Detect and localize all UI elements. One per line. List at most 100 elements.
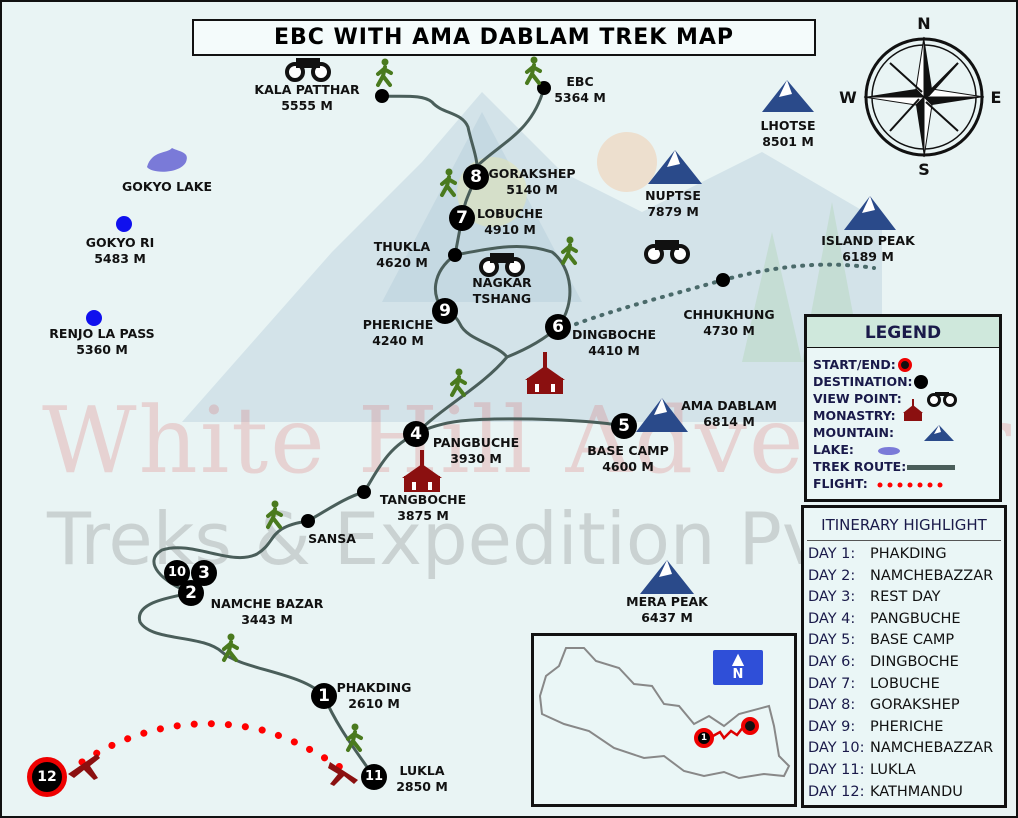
trek-route-swatch — [907, 465, 955, 470]
hiker-icon — [440, 168, 457, 197]
inset-start-marker: 1 — [694, 728, 714, 748]
monastery-icon-tangboche — [402, 450, 442, 492]
legend-panel: LEGEND START/END: DESTINATION: VIEW POIN… — [804, 314, 1002, 502]
mountain-icon-ama-dablam — [636, 398, 688, 432]
itinerary-day-10: DAY 10:NAMCHEBAZZAR — [804, 738, 1004, 760]
binoculars-icon-nagkar — [479, 253, 525, 277]
marker-day-5: 5 — [611, 413, 637, 439]
label-gokyo-lake: GOKYO LAKE — [121, 179, 213, 194]
lake-icon — [147, 148, 187, 172]
legend-flight: FLIGHT: — [807, 475, 999, 492]
day-place: PHERICHE — [870, 718, 944, 735]
monastery-icon — [903, 399, 923, 421]
day-label: DAY 2: — [808, 567, 856, 584]
day-place: LOBUCHE — [870, 675, 940, 692]
compass-north: N — [917, 14, 931, 33]
hiker-icon — [376, 58, 393, 87]
mountain-icon-lhotse — [762, 80, 814, 112]
day-label: DAY 4: — [808, 610, 856, 627]
mountain-icon-island-peak — [844, 196, 896, 230]
mountain-icon-nuptse — [648, 150, 702, 184]
airplane-icon — [68, 754, 100, 780]
day-label: DAY 8: — [808, 697, 856, 714]
start-end-icon — [898, 358, 912, 372]
day-label: DAY 3: — [808, 589, 856, 606]
airplane-icons — [68, 754, 358, 786]
itinerary-day-11: DAY 11: LUKLA — [804, 760, 1004, 782]
hiker-icon — [222, 633, 239, 662]
day-label: DAY 12: — [808, 783, 865, 800]
day-place: LUKLA — [870, 761, 916, 778]
legend-monastery: MONASTRY: — [807, 399, 999, 424]
day-label: DAY 7: — [808, 675, 856, 692]
hiker-icon — [561, 236, 578, 265]
day-label: DAY 6: — [808, 653, 856, 670]
legend-view-point: VIEW POINT: — [807, 390, 999, 407]
gokyo-ri-dot — [116, 216, 132, 232]
map-title: EBC WITH AMA DABLAM TREK MAP — [192, 19, 816, 56]
hiker-icon — [525, 56, 542, 85]
day-label: DAY 1: — [808, 546, 856, 562]
flight-swatch — [877, 482, 943, 488]
label-sansa: SANSA — [308, 531, 356, 546]
legend-trek-route: TREK ROUTE: — [807, 458, 999, 475]
marker-day-11: 11 — [361, 764, 387, 790]
legend-lake: LAKE: — [807, 441, 999, 458]
binoculars-icon — [927, 392, 957, 407]
binoculars-icons — [285, 58, 690, 277]
day-label: DAY 9: — [808, 718, 856, 735]
compass-east: E — [990, 88, 1002, 107]
day-place: BASE CAMP — [870, 632, 955, 649]
renjo-la-dot — [86, 310, 102, 326]
north-arrow-icon: ▲ — [731, 649, 745, 668]
legend-destination: DESTINATION: — [807, 373, 999, 390]
itinerary-day-3: DAY 3:REST DAY — [804, 587, 1004, 609]
hiker-icons — [222, 56, 578, 752]
compass-west: W — [839, 88, 857, 107]
legend-start-end: START/END: — [807, 356, 999, 373]
binoculars-icon-chhukhung — [644, 240, 690, 264]
hiker-icon — [266, 500, 283, 529]
trek-route — [138, 86, 626, 779]
nepal-outline — [538, 647, 791, 780]
marker-day-9: 9 — [432, 298, 458, 324]
day-place: DINGBOCHE — [870, 653, 959, 670]
itinerary-day-1: DAY 1:PHAKDING — [804, 544, 1004, 566]
day-place: KATHMANDU — [870, 783, 963, 800]
itinerary-day-9: DAY 9: PHERICHE — [804, 717, 1004, 739]
lake-icon — [878, 447, 900, 455]
airplane-icon — [328, 762, 358, 786]
binoculars-icon-kala-patthar — [285, 58, 331, 82]
flight-route — [78, 720, 346, 772]
marker-day-12-start-end: 12 — [27, 757, 67, 797]
marker-day-2: 2 — [178, 580, 204, 606]
hiker-icon — [346, 723, 363, 752]
mountain-icon-mera-peak — [640, 560, 694, 594]
marker-day-1: 1 — [311, 683, 337, 709]
marker-day-10: 10 — [164, 560, 190, 586]
itinerary-day-8: DAY 8:GORAKSHEP — [804, 695, 1004, 717]
day-label: DAY 11: — [808, 761, 865, 778]
hiker-icon — [450, 368, 467, 397]
